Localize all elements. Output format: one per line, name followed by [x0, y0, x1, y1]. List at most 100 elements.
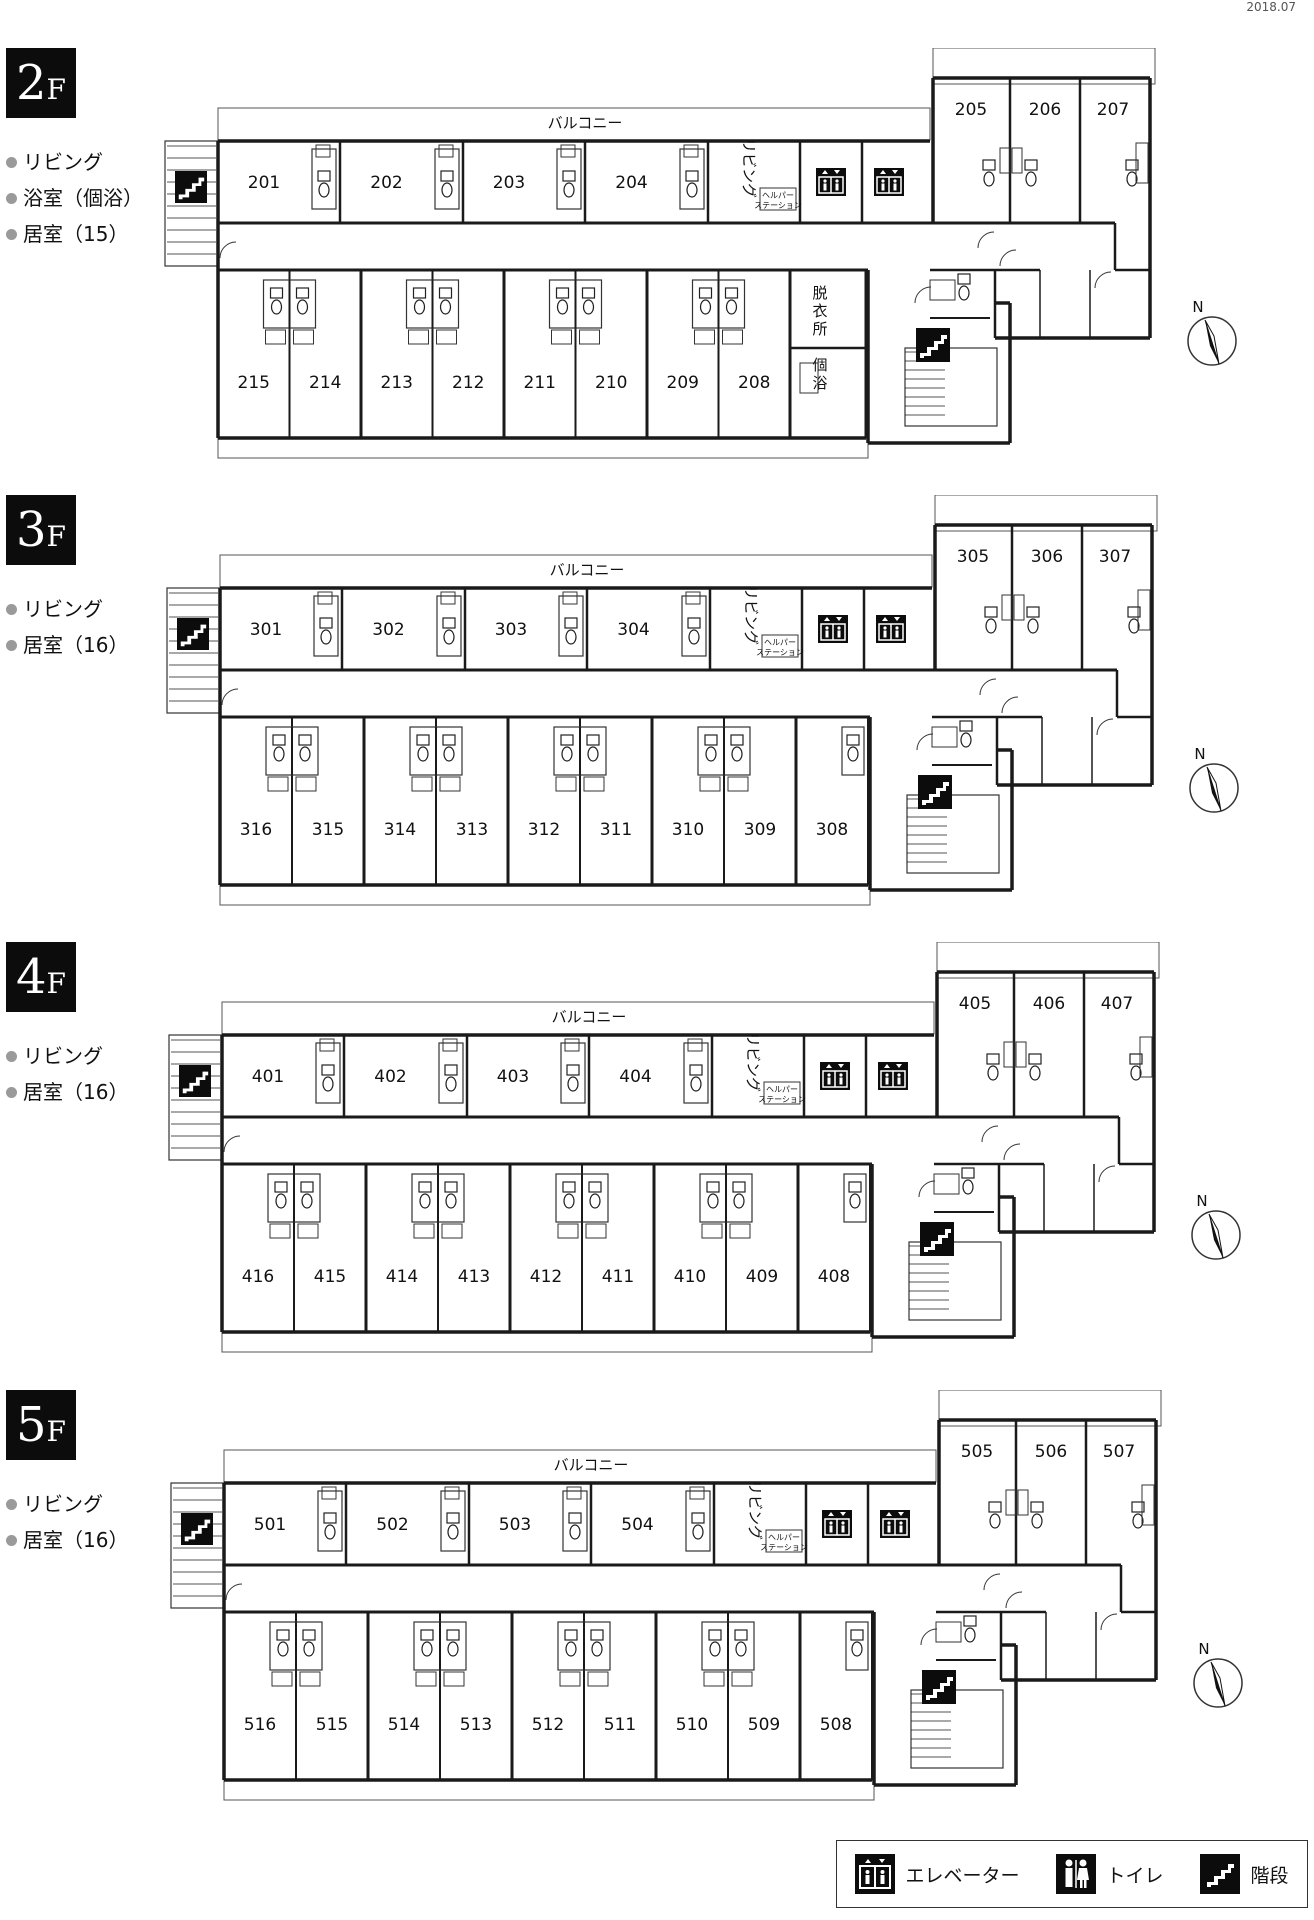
- toilet-tank: [724, 287, 739, 299]
- toilet-tank: [734, 1629, 748, 1641]
- compass-north-label: N: [1198, 1640, 1209, 1658]
- elevator-person: [881, 179, 885, 183]
- toilet-tank: [446, 1629, 460, 1641]
- toilet-bowl: [851, 1641, 863, 1657]
- elevator-person: [885, 1073, 889, 1077]
- toilet-tank: [1127, 606, 1141, 618]
- toilet-fixture: [848, 1181, 862, 1209]
- elevator-person-body: [837, 630, 841, 638]
- sink: [557, 1223, 579, 1239]
- legend-elevator-label: エレベーター: [905, 1864, 1020, 1887]
- sink: [933, 1173, 960, 1195]
- stairs-glyph: [182, 1071, 209, 1094]
- toilet-fixture: [295, 287, 310, 315]
- room-number: 314: [384, 820, 416, 840]
- toilet-fixture: [982, 159, 996, 187]
- toilet-bowl: [582, 299, 595, 315]
- toilet-tank: [1024, 159, 1038, 171]
- toilet-fixture: [708, 1629, 722, 1657]
- down-arrow: [896, 1064, 902, 1068]
- toilet-bowl: [1128, 618, 1140, 634]
- west-stair-outline: [168, 1034, 223, 1161]
- toilet-tank: [581, 287, 596, 299]
- toilet-tank: [590, 1629, 604, 1641]
- toilet-fixture: [586, 734, 600, 762]
- toilet-tank: [442, 734, 456, 746]
- room-number: 310: [672, 820, 704, 840]
- sink: [441, 1223, 463, 1239]
- toilet-bowl: [318, 182, 330, 198]
- dressing-room-label: 所: [812, 320, 827, 338]
- toilet-bowl: [569, 1524, 581, 1540]
- elevator-person-body: [825, 630, 829, 638]
- elevator-icon: [855, 1854, 896, 1894]
- toilet-bowl: [964, 1627, 976, 1643]
- compass-ring: [1193, 1658, 1243, 1708]
- bathroom-unit: [440, 1490, 466, 1552]
- room-number: 207: [1097, 100, 1129, 120]
- sink: [1135, 142, 1149, 184]
- room-number: 316: [240, 820, 272, 840]
- toilet-fixture: [300, 1181, 314, 1209]
- toilet-fixture: [317, 170, 331, 198]
- sink: [699, 776, 721, 792]
- toilet-fixture: [420, 1629, 434, 1657]
- elevator-person: [899, 1521, 903, 1525]
- sink: [727, 776, 749, 792]
- legend-item: 居室（16）: [6, 627, 128, 663]
- room-number: 407: [1101, 994, 1133, 1014]
- toilet-bowl: [561, 746, 573, 762]
- up-arrow: [880, 170, 886, 174]
- toilet-fixture: [442, 734, 456, 762]
- toilet-bowl: [733, 1193, 745, 1209]
- compass-north-label: N: [1194, 745, 1205, 763]
- toilet-bowl: [443, 746, 455, 762]
- toilet-fixture: [988, 1501, 1002, 1529]
- sink: [269, 1223, 291, 1239]
- toilet-bowl: [322, 1076, 334, 1092]
- toilet-fixture: [564, 617, 578, 645]
- toilet-tank: [959, 720, 973, 732]
- sink: [297, 1223, 319, 1239]
- living-label: リビング: [740, 138, 758, 198]
- living-label: リビング: [746, 1480, 764, 1540]
- toilet-tank: [420, 1629, 434, 1641]
- floor-suffix: F: [46, 520, 66, 553]
- sink: [1139, 1036, 1153, 1078]
- bathroom-unit: [438, 1042, 464, 1104]
- room-number: 514: [388, 1715, 420, 1735]
- helper-station-box: [765, 1529, 803, 1553]
- toilet-tank: [566, 1064, 580, 1076]
- bullet-icon: [6, 603, 17, 615]
- west-stair-outline: [166, 587, 221, 714]
- door-swing: [1096, 718, 1114, 736]
- elevator-person-body: [841, 1525, 845, 1533]
- legend-stairs-label: 階段: [1250, 1864, 1289, 1887]
- room-number: 405: [959, 994, 991, 1014]
- door-swing: [981, 1125, 999, 1143]
- toilet-fixture: [1030, 1501, 1044, 1529]
- compass-icon: N: [1191, 1192, 1241, 1260]
- stairs-glyph: [924, 1229, 951, 1252]
- toilet-tank: [416, 734, 430, 746]
- toilet-fixture: [442, 617, 456, 645]
- room-number: 302: [372, 620, 404, 640]
- toilet-tank: [319, 617, 333, 629]
- toilet-bowl: [1126, 171, 1138, 187]
- stairs-icon: [922, 1670, 956, 1704]
- sink: [293, 329, 314, 345]
- room-number: 312: [528, 820, 560, 840]
- room-number: 415: [314, 1267, 346, 1287]
- bathroom-unit: [681, 595, 707, 657]
- toilet-bowl: [960, 732, 972, 748]
- toilet-tank: [442, 617, 456, 629]
- bathroom-unit: [685, 1490, 711, 1552]
- bathroom-unit: [434, 148, 460, 210]
- bathroom-unit: [436, 595, 462, 657]
- stairs-icon: [918, 775, 952, 809]
- stairs-icon: [920, 1222, 954, 1256]
- toilet-fixture: [1024, 159, 1038, 187]
- elevator-person-body: [823, 183, 827, 191]
